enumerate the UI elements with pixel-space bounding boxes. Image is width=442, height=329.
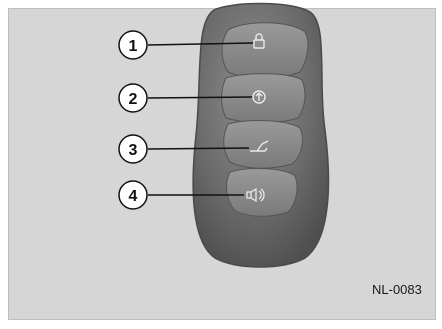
callout-1: 1: [119, 31, 147, 59]
callout-3: 3: [119, 135, 147, 163]
callout-line-2: [148, 97, 252, 98]
trunk-button[interactable]: [224, 121, 303, 169]
figure-code: NL-0083: [372, 282, 422, 297]
horn-button[interactable]: [227, 169, 298, 217]
callout-2-label: 2: [129, 91, 138, 108]
callout-4-label: 4: [129, 188, 138, 205]
unlock-button[interactable]: [222, 74, 305, 123]
callout-2: 2: [119, 84, 147, 112]
callout-line-3: [148, 148, 249, 149]
callout-3-label: 3: [129, 142, 138, 159]
lock-button[interactable]: [222, 23, 308, 78]
callout-1-label: 1: [129, 38, 138, 55]
callout-4: 4: [119, 181, 147, 209]
